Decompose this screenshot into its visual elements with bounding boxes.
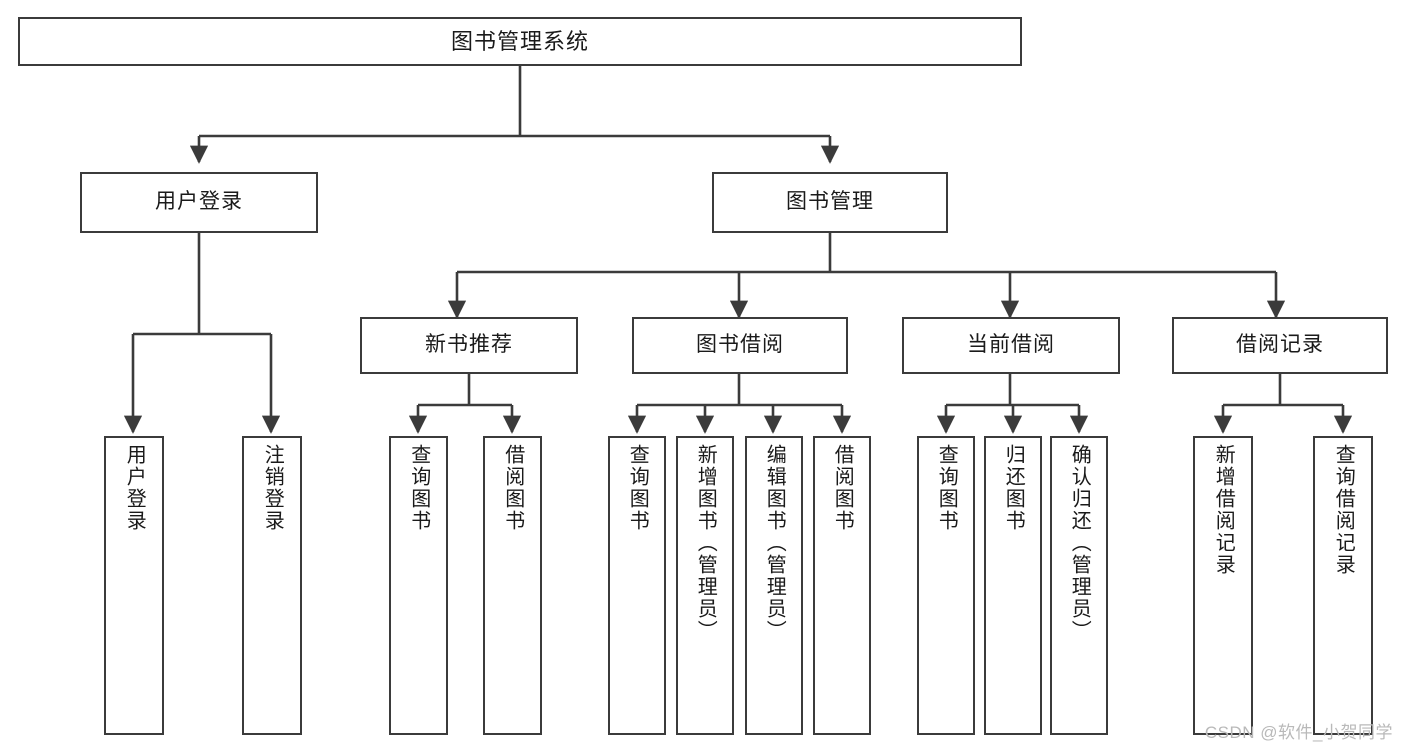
leaf-new-book-query[interactable]: 查询图书 xyxy=(389,436,448,735)
leaf-book-borrow-query[interactable]: 查询图书 xyxy=(608,436,666,735)
node-current-borrow[interactable]: 当前借阅 xyxy=(902,317,1120,374)
leaf-book-borrow-edit[interactable]: 编辑图书（管理员） xyxy=(745,436,803,735)
node-label: 新增图书（管理员） xyxy=(694,444,717,642)
node-label: 当前借阅 xyxy=(967,333,1055,357)
leaf-current-borrow-confirm-return[interactable]: 确认归还（管理员） xyxy=(1050,436,1108,735)
leaf-user-login-logout[interactable]: 注销登录 xyxy=(242,436,302,735)
node-new-book-recommend[interactable]: 新书推荐 xyxy=(360,317,578,374)
leaf-borrow-record-add[interactable]: 新增借阅记录 xyxy=(1193,436,1253,735)
node-label: 借阅图书 xyxy=(831,444,854,532)
node-label: 注销登录 xyxy=(261,444,284,532)
leaf-book-borrow-borrow[interactable]: 借阅图书 xyxy=(813,436,871,735)
node-label: 图书管理系统 xyxy=(450,28,589,54)
leaf-new-book-borrow[interactable]: 借阅图书 xyxy=(483,436,542,735)
node-label: 编辑图书（管理员） xyxy=(763,444,786,642)
node-label: 确认归还（管理员） xyxy=(1068,444,1091,642)
node-label: 归还图书 xyxy=(1002,444,1025,532)
node-label: 借阅记录 xyxy=(1236,333,1324,357)
node-label: 查询图书 xyxy=(935,444,958,532)
node-user-login[interactable]: 用户登录 xyxy=(80,172,318,233)
node-label: 新书推荐 xyxy=(425,333,513,357)
node-label: 用户登录 xyxy=(123,444,146,532)
watermark: CSDN @软件_小贺同学 xyxy=(1204,723,1393,742)
node-label: 查询图书 xyxy=(626,444,649,532)
node-book-management[interactable]: 图书管理 xyxy=(712,172,948,233)
leaf-user-login-login[interactable]: 用户登录 xyxy=(104,436,164,735)
leaf-borrow-record-query[interactable]: 查询借阅记录 xyxy=(1313,436,1373,735)
node-book-borrow[interactable]: 图书借阅 xyxy=(632,317,848,374)
node-label: 查询借阅记录 xyxy=(1332,444,1355,576)
node-label: 用户登录 xyxy=(155,190,243,214)
node-label: 查询图书 xyxy=(407,444,430,532)
leaf-book-borrow-add[interactable]: 新增图书（管理员） xyxy=(676,436,734,735)
node-label: 借阅图书 xyxy=(501,444,524,532)
leaf-current-borrow-query[interactable]: 查询图书 xyxy=(917,436,975,735)
node-label: 图书借阅 xyxy=(696,333,784,357)
node-root-system[interactable]: 图书管理系统 xyxy=(18,17,1022,66)
node-borrow-record[interactable]: 借阅记录 xyxy=(1172,317,1388,374)
node-label: 新增借阅记录 xyxy=(1212,444,1235,576)
leaf-current-borrow-return[interactable]: 归还图书 xyxy=(984,436,1042,735)
node-label: 图书管理 xyxy=(786,190,874,214)
